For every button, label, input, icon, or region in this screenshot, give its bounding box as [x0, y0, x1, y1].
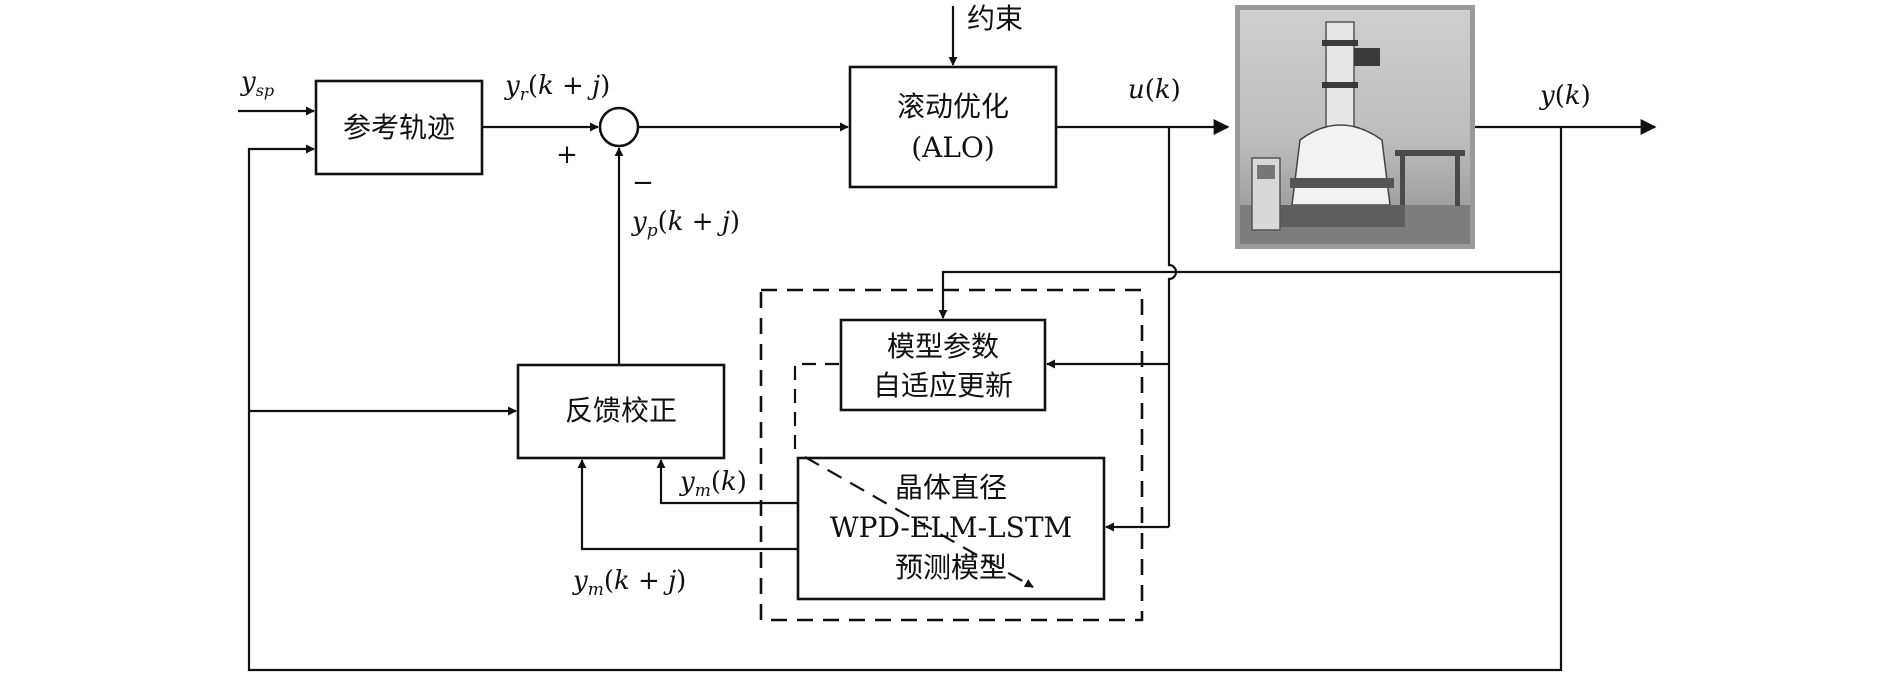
model-label-line2: WPD-ELM-LSTM — [830, 511, 1072, 544]
adaptive-model-dashed-frame — [759, 288, 1144, 622]
adaptation-diagonal-arrow — [804, 456, 1034, 588]
signal-labels: ysp yr(k + j) yp(k + j) u(k) y(k) ym(k) … — [240, 2, 1591, 600]
u-branch-vertical-wire — [1167, 127, 1178, 527]
reference-trajectory-block: 参考轨迹 — [314, 79, 484, 176]
prediction-model-block: 晶体直径 WPD-ELM-LSTM 预测模型 — [796, 456, 1106, 601]
summing-junction: + − — [556, 106, 654, 198]
rolling-optimization-block: 滚动优化 (ALO) — [848, 65, 1058, 189]
feedback-correction-label: 反馈校正 — [565, 394, 677, 427]
reference-trajectory-label: 参考轨迹 — [343, 111, 455, 144]
y-outer-feedback-wire — [247, 144, 1563, 672]
minus-sign: − — [632, 168, 654, 198]
plus-sign: + — [556, 140, 578, 170]
yp-label: yp(k + j) — [631, 207, 740, 241]
update-label-line2: 自适应更新 — [873, 369, 1013, 402]
yr-label: yr(k + j) — [504, 71, 610, 105]
alo-label: (ALO) — [911, 131, 995, 164]
feedback-correction-block: 反馈校正 — [516, 363, 726, 460]
model-parameter-update-block: 模型参数 自适应更新 — [839, 318, 1047, 412]
model-label-line3: 预测模型 — [895, 551, 1007, 584]
update-to-model-dashed-link — [793, 362, 839, 458]
y-label: y(k) — [1539, 81, 1591, 111]
ym-kj-wire — [577, 459, 798, 551]
ysp-label: ysp — [240, 67, 274, 100]
y-to-update-wire — [938, 127, 1563, 319]
update-label-line1: 模型参数 — [887, 330, 999, 363]
ym-k-wire — [656, 459, 798, 505]
ym-k-label: ym(k) — [679, 467, 747, 501]
u-label: u(k) — [1128, 75, 1181, 105]
constraint-label: 约束 — [967, 2, 1023, 35]
model-label-line1: 晶体直径 — [895, 471, 1007, 504]
ym-kj-label: ym(k + j) — [572, 566, 686, 600]
plant-photo — [1235, 5, 1475, 249]
rolling-optimization-label: 滚动优化 — [897, 90, 1009, 123]
